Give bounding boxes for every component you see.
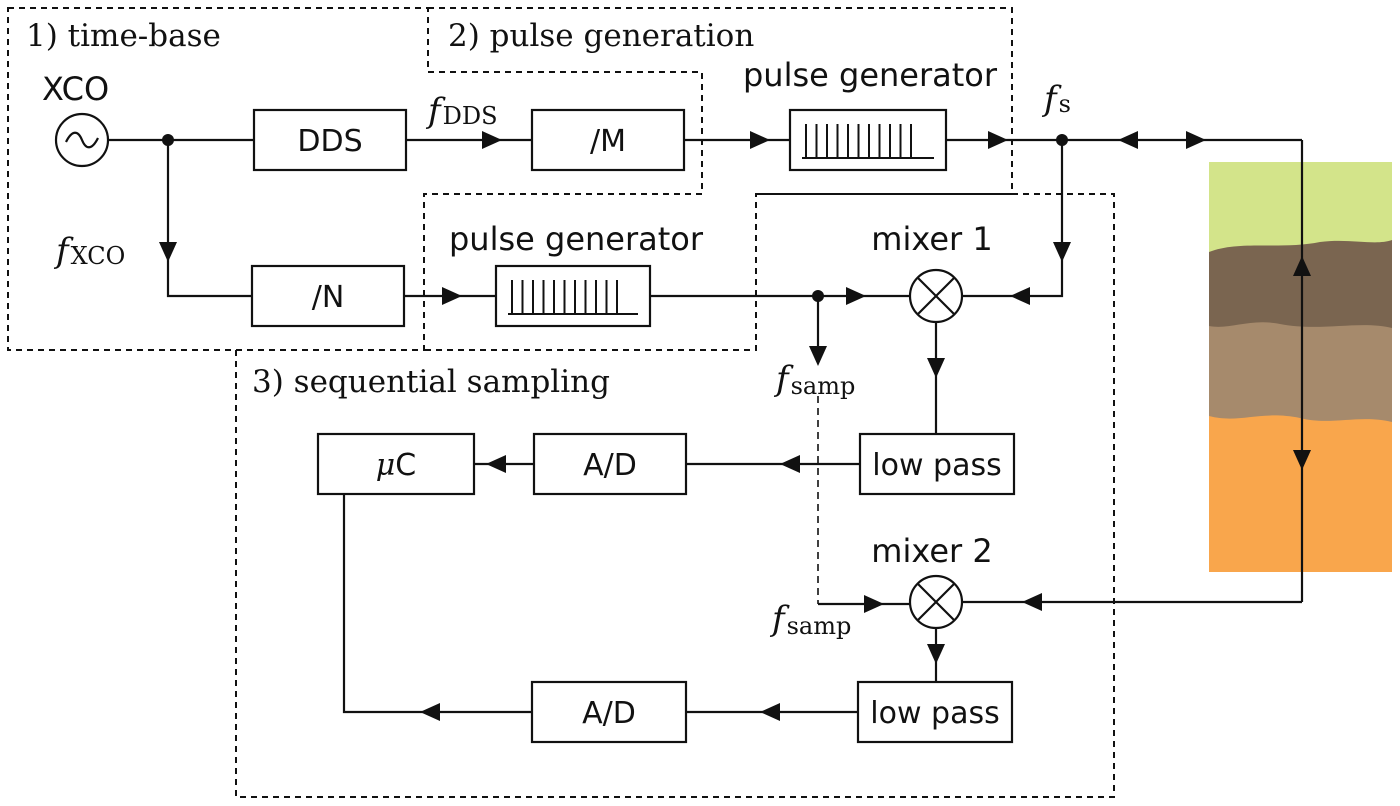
svg-text:A/D: A/D [583,448,637,483]
signal-label-f-s: fs [1041,79,1071,119]
svg-text:/N: /N [312,280,345,315]
svg-text:mixer 1: mixer 1 [871,220,992,258]
wires [108,138,1304,714]
signal-label-f-samp-2: fsamp [769,599,851,640]
junction-fs [1056,134,1068,146]
block-low-pass-1: low pass [858,432,1016,496]
svg-text:μC: μC [376,448,416,483]
signal-label-f-samp-1: fsamp [773,359,855,400]
soil-layer-grass [1209,162,1392,254]
section-title-pulse-generation: 2) pulse generation [448,18,754,54]
mixer-2: mixer 2 [871,532,993,630]
soil-layer-sand [1209,415,1392,572]
block-ad-1: A/D [532,432,688,496]
junction-nodes [162,134,1068,302]
signal-label-f-xco: fXCO [53,231,125,271]
soil-layer-mid [1209,322,1392,424]
junction-fsamp [812,290,824,302]
soil-layer-dark [1209,240,1392,330]
section-title-sequential-sampling: 3) sequential sampling [252,364,610,400]
svg-text:pulse generator: pulse generator [743,56,998,94]
block-divide-m: /M [530,108,686,172]
svg-text:/M: /M [590,124,626,159]
svg-text:low pass: low pass [872,448,1001,483]
section-title-time-base: 1) time-base [26,18,221,54]
block-microcontroller: μC [316,432,476,496]
mixer-1: mixer 1 [871,220,993,324]
block-pulse-generator-bottom: pulse generator [449,220,704,328]
svg-text:pulse generator: pulse generator [449,220,704,258]
section-2-boundary [424,7,1013,351]
soil-layers [1209,162,1392,572]
tilde-icon [65,131,99,149]
block-dds: DDS [252,108,408,172]
block-pulse-generator-top: pulse generator [743,56,998,172]
block-low-pass-2: low pass [856,680,1014,744]
pulse-train-icon [802,124,934,159]
section-3-boundary [235,193,1115,798]
svg-text:low pass: low pass [870,696,999,731]
svg-text:DDS: DDS [297,124,362,159]
xco-label: XCO [42,70,109,108]
section-1-boundary [7,7,703,351]
svg-text:A/D: A/D [582,696,636,731]
junction-xco [162,134,174,146]
arrowheads [159,131,1311,721]
signal-label-f-dds: fDDS [425,91,498,131]
section-boundaries [7,7,1115,798]
xco-oscillator: XCO [42,70,109,168]
pulse-train-icon [508,280,638,315]
block-ad-2: A/D [530,680,688,744]
svg-text:mixer 2: mixer 2 [871,532,992,570]
block-divide-n: /N [250,264,406,328]
